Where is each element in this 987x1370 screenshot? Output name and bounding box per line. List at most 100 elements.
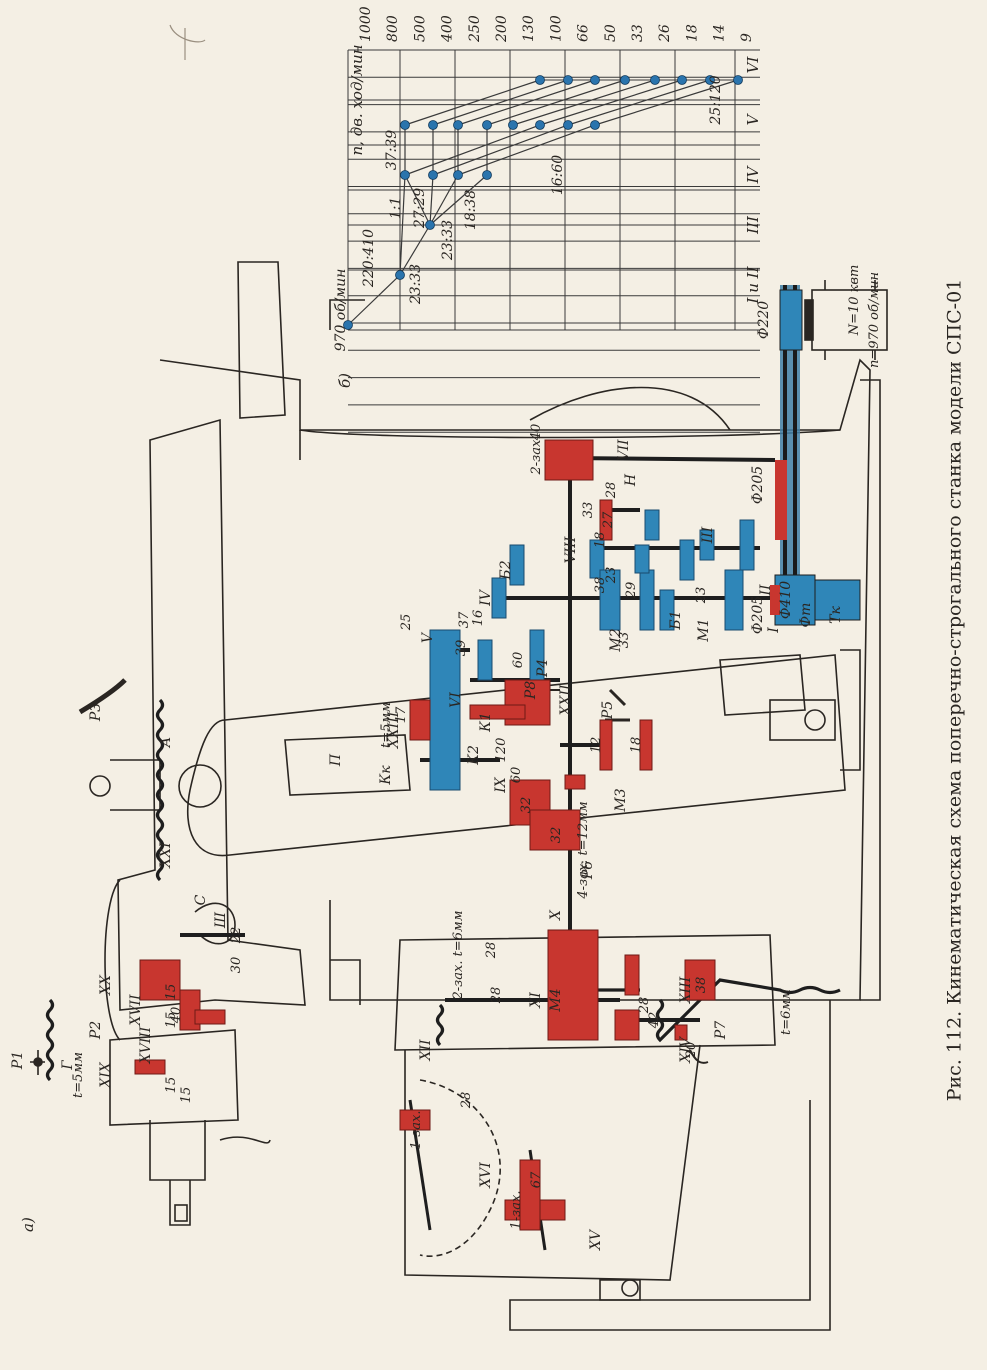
speed-node	[428, 170, 438, 180]
motor-spec-label: n=970 об/мин	[867, 272, 882, 368]
blue-gear-label: 39	[454, 640, 469, 657]
speed-ray	[567, 79, 711, 126]
figure-caption-box: Рис. 112. Кинематическая схема поперечно…	[934, 40, 974, 1340]
speed-node	[650, 75, 660, 85]
ratio-16-60: 16:60	[550, 155, 566, 195]
letter-label: Фт	[798, 603, 814, 628]
speed-ray	[429, 174, 459, 226]
red-gear-label: 40	[169, 1007, 184, 1025]
ratio-27-29: 27:29	[412, 188, 428, 229]
letter-label: Ш	[213, 911, 229, 929]
red-gear-label: 30	[229, 957, 244, 974]
shaft-id-label: XIX	[98, 1061, 114, 1088]
red-gear-label: 15	[164, 984, 179, 1001]
letter-label: Кк	[378, 765, 394, 786]
blue-gear-label: 60	[511, 652, 526, 669]
blue-gear-label: 33	[581, 502, 596, 519]
speed-node	[395, 270, 405, 280]
shaft-id-label: XII	[418, 1039, 434, 1061]
shaft-id-label: XVI	[478, 1162, 494, 1189]
shaft-id-label: XI	[528, 992, 544, 1009]
speed-label: 33	[630, 24, 646, 42]
handle-label: P4	[535, 659, 551, 678]
shaft-id-label: IX	[493, 776, 509, 794]
feed-gearbox-red	[134, 439, 716, 1231]
ratio-220-410: 220:410	[361, 229, 377, 288]
ratio-23-33-a: 23:33	[408, 264, 424, 305]
red-gear-label: 12	[589, 737, 604, 754]
blue-gear-label: 29	[624, 582, 639, 600]
speed-node	[563, 120, 573, 130]
screw-label: 2-зах.	[529, 436, 544, 476]
motor-spec-label: N=10 квт	[847, 265, 862, 337]
speed-node	[482, 120, 492, 130]
red-gear-label: 15	[179, 1087, 194, 1104]
red-gear-label: 28	[484, 942, 499, 960]
letter-label: Тк	[828, 606, 844, 624]
speed-label: 66	[576, 24, 592, 42]
blue-gear-label: 27	[601, 511, 616, 529]
coupling-label: М2	[608, 628, 624, 652]
speed-node	[535, 120, 545, 130]
letter-label: П	[328, 753, 344, 767]
nomogram-speed-header: n, дв. ход/мин	[348, 45, 366, 156]
screw-label: t=5мм	[379, 702, 394, 748]
red-gear-label: 28	[489, 987, 504, 1005]
speed-label: 130	[521, 15, 537, 42]
red-gear-label: 28	[637, 997, 652, 1015]
speed-ray	[457, 79, 596, 126]
speed-label: 250	[467, 15, 483, 43]
handle-label: P6	[580, 861, 596, 880]
gear-block-label: Б1	[668, 610, 684, 630]
speed-node	[733, 75, 743, 85]
ratio-23-33-b: 23:33	[440, 220, 456, 261]
speed-label: 200	[494, 15, 510, 43]
shaft-id-label: XXI	[158, 842, 174, 869]
belt-drive	[770, 285, 861, 626]
red-gear-label: 32	[549, 827, 564, 844]
blue-gear-label: 16	[471, 610, 486, 627]
nomogram-motor-speed: 970 об/мин	[333, 269, 349, 352]
speed-ray	[404, 174, 431, 226]
red-gear-label: 28	[459, 1092, 474, 1110]
speed-ray	[347, 274, 401, 326]
speed-node	[425, 220, 435, 230]
coupling-label: М1	[696, 618, 712, 642]
letter-label: C	[193, 894, 209, 905]
speed-label: 400	[440, 15, 456, 43]
speed-ray	[429, 174, 488, 226]
red-gear-label: 22	[229, 927, 244, 945]
blue-gear-label: 23	[604, 567, 619, 585]
speed-label: 18	[684, 24, 700, 42]
machine-frame	[104, 261, 881, 1331]
speed-label: 14	[712, 24, 728, 42]
blue-gear-label: 23	[694, 587, 709, 605]
shaft-id-label: X	[548, 909, 564, 921]
speed-ray	[432, 79, 569, 126]
speed-ray	[539, 79, 683, 126]
red-gear-label: 67	[529, 1171, 544, 1188]
ratio-25-120: 25:120	[708, 75, 724, 125]
shaft-id-label: VI	[448, 692, 464, 708]
speed-node	[453, 120, 463, 130]
speed-label: 26	[657, 24, 673, 43]
blue-gear-label: 18	[593, 532, 608, 549]
red-gear-label: 20	[684, 1042, 699, 1060]
shaft-label: III	[744, 215, 762, 235]
shaft-id-label: VII	[616, 439, 632, 461]
speed-node	[400, 170, 410, 180]
speed-label: 500	[412, 15, 428, 42]
red-gear-label: 17	[394, 706, 409, 723]
shaft-id-label: V	[420, 631, 436, 643]
ratio-37-39: 37:39	[384, 130, 400, 170]
letter-label: Н	[623, 473, 639, 487]
shaft-id-label: III	[700, 526, 716, 544]
speed-label: 800	[385, 15, 401, 42]
letter-label: К1	[478, 712, 494, 733]
red-gear-label: 18	[629, 737, 644, 754]
shaft-label: IV	[744, 164, 762, 184]
screw-label: 1-зах.	[409, 1111, 424, 1150]
shaft-id-label: XIV	[678, 1035, 694, 1063]
